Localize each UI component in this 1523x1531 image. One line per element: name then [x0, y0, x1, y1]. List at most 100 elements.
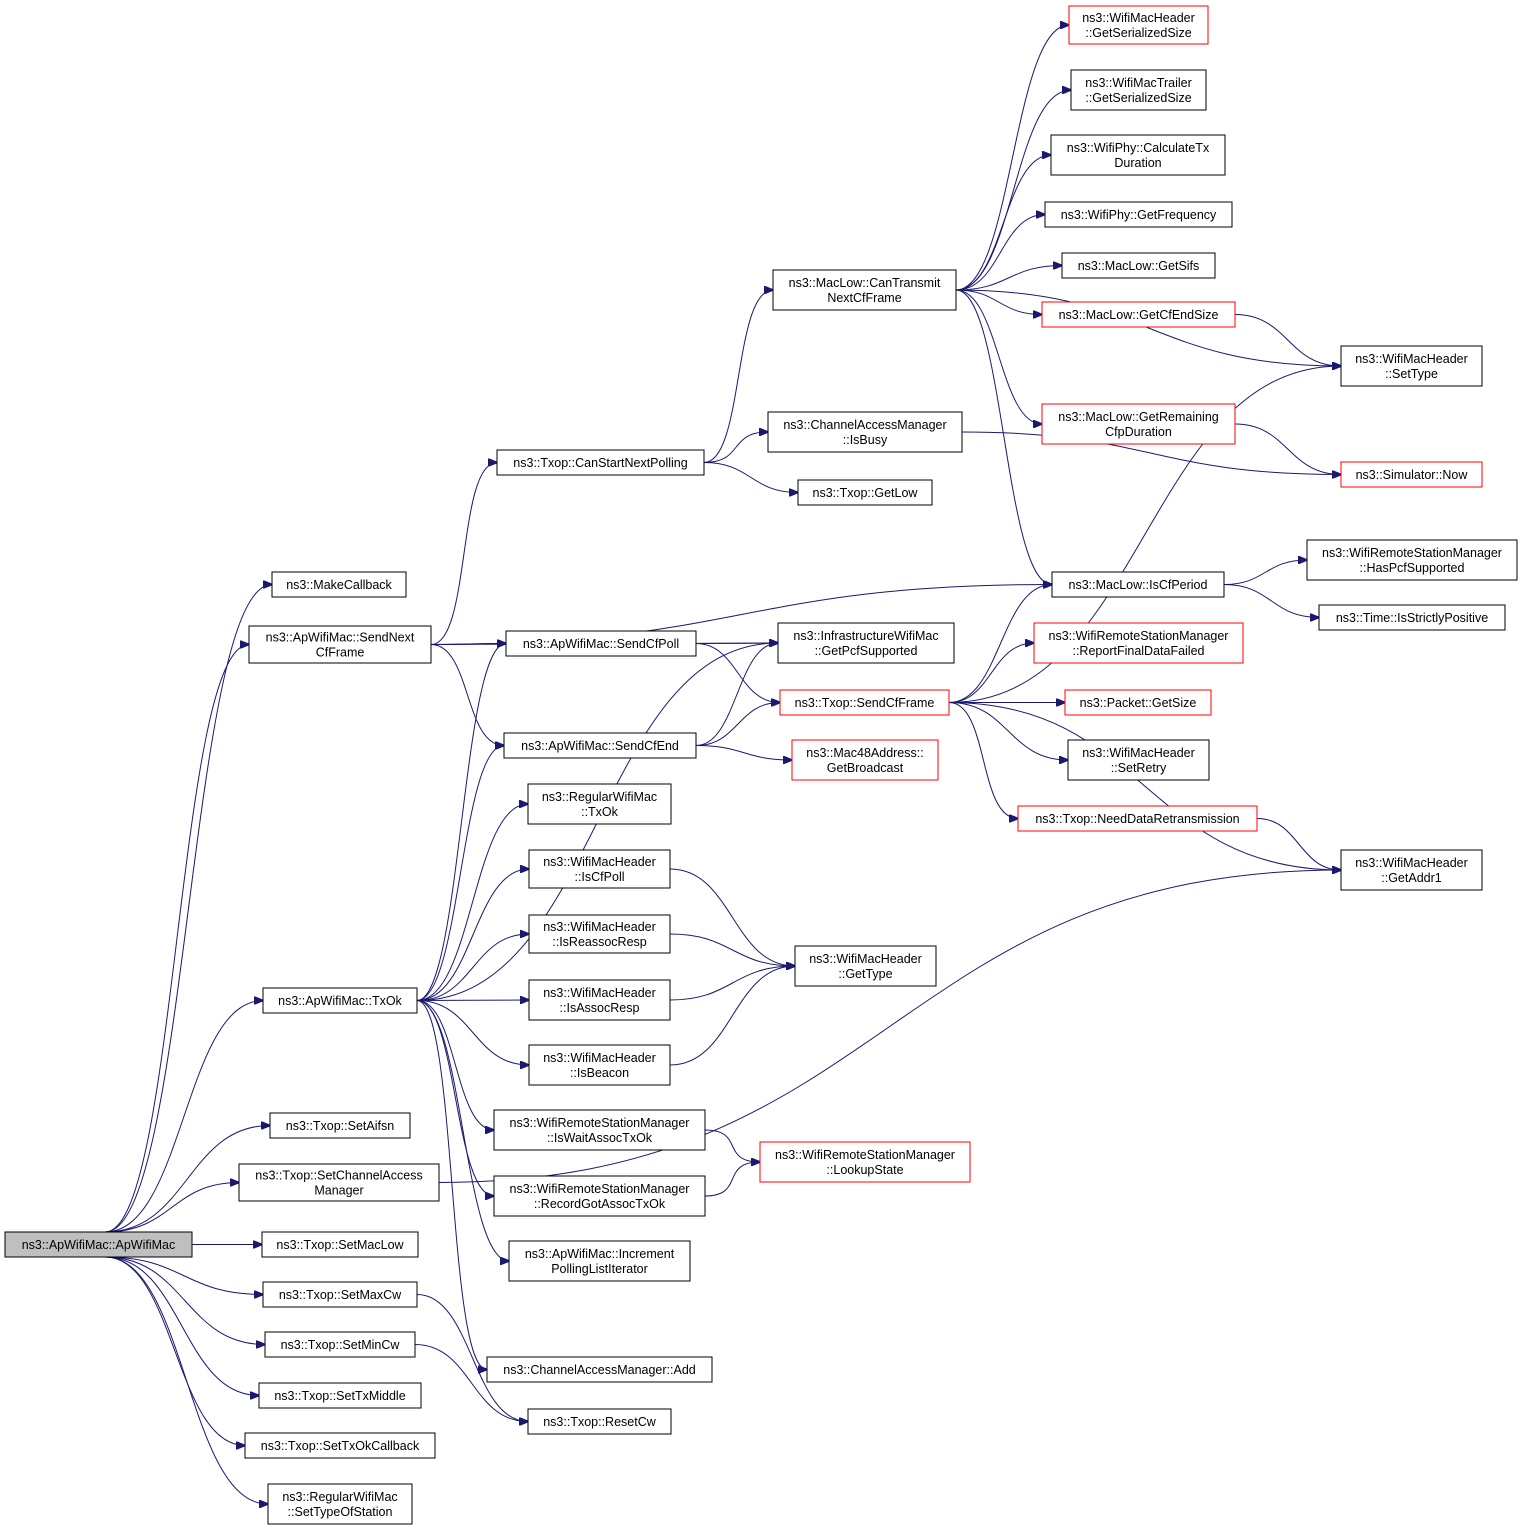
node-get-sifs[interactable]: ns3::MacLow::GetSifs	[1061, 252, 1216, 279]
node-need-data-retransmission[interactable]: ns3::Txop::NeedDataRetransmission	[1017, 805, 1258, 832]
node-label: ns3::MacLow::GetRemaining	[1058, 410, 1219, 424]
edge-get-cf-end-size-to-set-type	[1234, 314, 1341, 367]
node-txop-send-cf-frame[interactable]: ns3::Txop::SendCfFrame	[779, 689, 950, 716]
edge-txok-to-cam-add	[416, 1000, 487, 1370]
node-label: ns3::ChannelAccessManager	[783, 418, 946, 432]
node-box	[4, 1231, 193, 1258]
node-label: ::RecordGotAssocTxOk	[534, 1197, 666, 1211]
edge-can-start-next-polling-to-txop-get-low	[703, 462, 798, 493]
node-is-cf-poll[interactable]: ns3::WifiMacHeader::IsCfPoll	[528, 849, 671, 889]
node-label: ns3::InfrastructureWifiMac	[793, 629, 938, 643]
node-label: ns3::WifiRemoteStationManager	[1049, 629, 1229, 643]
node-make-callback[interactable]: ns3::MakeCallback	[271, 571, 407, 598]
node-label: ns3::MacLow::IsCfPeriod	[1069, 578, 1208, 592]
edge-is-beacon-to-header-get-type	[669, 966, 795, 1066]
node-box	[528, 849, 671, 889]
node-simulator-now[interactable]: ns3::Simulator::Now	[1340, 461, 1483, 488]
node-label: ns3::WifiMacHeader	[543, 855, 656, 869]
node-label: ns3::Txop::SetChannelAccess	[255, 1169, 422, 1183]
node-set-tx-ok-callback[interactable]: ns3::Txop::SetTxOkCallback	[244, 1432, 436, 1459]
node-box	[262, 1281, 418, 1308]
node-set-mac-low[interactable]: ns3::Txop::SetMacLow	[261, 1231, 419, 1258]
node-label: ::IsReassocResp	[552, 935, 647, 949]
node-lookup-state[interactable]: ns3::WifiRemoteStationManager::LookupSta…	[759, 1141, 971, 1183]
node-is-cf-period[interactable]: ns3::MacLow::IsCfPeriod	[1051, 571, 1225, 598]
node-box	[271, 571, 407, 598]
node-cam-is-busy[interactable]: ns3::ChannelAccessManager::IsBusy	[767, 411, 963, 453]
node-reset-cw[interactable]: ns3::Txop::ResetCw	[527, 1408, 672, 1435]
node-label: ::GetType	[838, 967, 892, 981]
node-is-wait-assoc-tx-ok[interactable]: ns3::WifiRemoteStationManager::IsWaitAss…	[493, 1109, 706, 1151]
node-is-strictly-positive[interactable]: ns3::Time::IsStrictlyPositive	[1318, 604, 1506, 631]
node-label: NextCfFrame	[827, 291, 901, 305]
node-set-tx-middle[interactable]: ns3::Txop::SetTxMiddle	[258, 1382, 422, 1409]
node-label: ns3::MakeCallback	[286, 578, 392, 592]
node-label: ::IsWaitAssocTxOk	[547, 1131, 653, 1145]
node-label: ns3::Simulator::Now	[1356, 468, 1469, 482]
node-txop-get-low[interactable]: ns3::Txop::GetLow	[797, 479, 933, 506]
edge-txop-send-cf-frame-to-is-cf-period	[948, 585, 1052, 703]
node-send-cf-end[interactable]: ns3::ApWifiMac::SendCfEnd	[503, 732, 697, 759]
node-label: ::LookupState	[826, 1163, 903, 1177]
node-label: ::TxOk	[581, 805, 619, 819]
edge-txok-to-is-cf-poll	[416, 869, 529, 1001]
node-record-got-assoc-tx-ok[interactable]: ns3::WifiRemoteStationManager::RecordGot…	[493, 1175, 706, 1217]
node-box	[527, 783, 672, 825]
node-send-cf-poll[interactable]: ns3::ApWifiMac::SendCfPoll	[505, 630, 697, 657]
node-set-min-cw[interactable]: ns3::Txop::SetMinCw	[264, 1331, 416, 1358]
node-cam-add[interactable]: ns3::ChannelAccessManager::Add	[486, 1356, 713, 1383]
node-label: ns3::WifiRemoteStationManager	[510, 1116, 690, 1130]
node-has-pcf-supported[interactable]: ns3::WifiRemoteStationManager::HasPcfSup…	[1306, 539, 1518, 581]
node-packet-get-size[interactable]: ns3::Packet::GetSize	[1064, 689, 1212, 716]
node-increment-polling-list-iterator[interactable]: ns3::ApWifiMac::IncrementPollingListIter…	[508, 1240, 691, 1282]
node-get-cf-end-size[interactable]: ns3::MacLow::GetCfEndSize	[1041, 301, 1236, 328]
node-is-beacon[interactable]: ns3::WifiMacHeader::IsBeacon	[528, 1044, 671, 1086]
node-box	[238, 1163, 440, 1202]
node-regular-txok[interactable]: ns3::RegularWifiMac::TxOk	[527, 783, 672, 825]
node-label: ::GetAddr1	[1381, 871, 1441, 885]
node-header-get-serialized-size[interactable]: ns3::WifiMacHeader::GetSerializedSize	[1068, 5, 1209, 45]
node-set-retry[interactable]: ns3::WifiMacHeader::SetRetry	[1067, 739, 1210, 781]
node-txok[interactable]: ns3::ApWifiMac::TxOk	[262, 987, 418, 1014]
edge-root-to-set-type-of-station	[104, 1256, 268, 1504]
node-label: ::SetTypeOfStation	[288, 1505, 393, 1519]
node-box	[269, 1112, 411, 1139]
node-get-frequency[interactable]: ns3::WifiPhy::GetFrequency	[1044, 201, 1233, 228]
node-label: ::ReportFinalDataFailed	[1072, 644, 1204, 658]
edge-can-transmit-next-cf-frame-to-get-frequency	[955, 215, 1045, 291]
node-box	[1017, 805, 1258, 832]
node-set-type-of-station[interactable]: ns3::RegularWifiMac::SetTypeOfStation	[267, 1483, 413, 1525]
node-get-pcf-supported[interactable]: ns3::InfrastructureWifiMac::GetPcfSuppor…	[777, 622, 955, 664]
node-get-addr1[interactable]: ns3::WifiMacHeader::GetAddr1	[1340, 849, 1483, 891]
node-report-final-data-failed[interactable]: ns3::WifiRemoteStationManager::ReportFin…	[1033, 622, 1244, 664]
node-can-start-next-polling[interactable]: ns3::Txop::CanStartNextPolling	[496, 449, 705, 476]
node-is-reassoc-resp[interactable]: ns3::WifiMacHeader::IsReassocResp	[528, 914, 671, 954]
node-is-assoc-resp[interactable]: ns3::WifiMacHeader::IsAssocResp	[528, 979, 671, 1021]
node-box	[496, 449, 705, 476]
node-label: ns3::Txop::SetTxOkCallback	[261, 1439, 420, 1453]
node-label: ns3::Txop::CanStartNextPolling	[513, 456, 687, 470]
node-box	[493, 1175, 706, 1217]
node-label: ns3::MacLow::CanTransmit	[789, 276, 941, 290]
edge-send-next-cf-frame-to-send-cf-poll	[430, 644, 506, 645]
node-label: ns3::Txop::SetMaxCw	[279, 1288, 402, 1302]
node-trailer-get-serialized-size[interactable]: ns3::WifiMacTrailer::GetSerializedSize	[1070, 69, 1207, 111]
node-label: ns3::WifiPhy::GetFrequency	[1061, 208, 1217, 222]
node-set-type[interactable]: ns3::WifiMacHeader::SetType	[1340, 345, 1483, 387]
edge-send-cf-end-to-get-broadcast	[695, 745, 792, 761]
node-set-max-cw[interactable]: ns3::Txop::SetMaxCw	[262, 1281, 418, 1308]
node-box	[1067, 739, 1210, 781]
node-header-get-type[interactable]: ns3::WifiMacHeader::GetType	[794, 945, 937, 987]
node-label: ns3::Txop::ResetCw	[543, 1415, 657, 1429]
node-set-aifsn[interactable]: ns3::Txop::SetAifsn	[269, 1112, 411, 1139]
edge-txok-to-regular-txok	[416, 804, 528, 1001]
node-box	[791, 739, 939, 781]
node-get-broadcast[interactable]: ns3::Mac48Address::GetBroadcast	[791, 739, 939, 781]
node-label: Manager	[314, 1184, 363, 1198]
node-label: ns3::Txop::SetMacLow	[276, 1238, 404, 1252]
